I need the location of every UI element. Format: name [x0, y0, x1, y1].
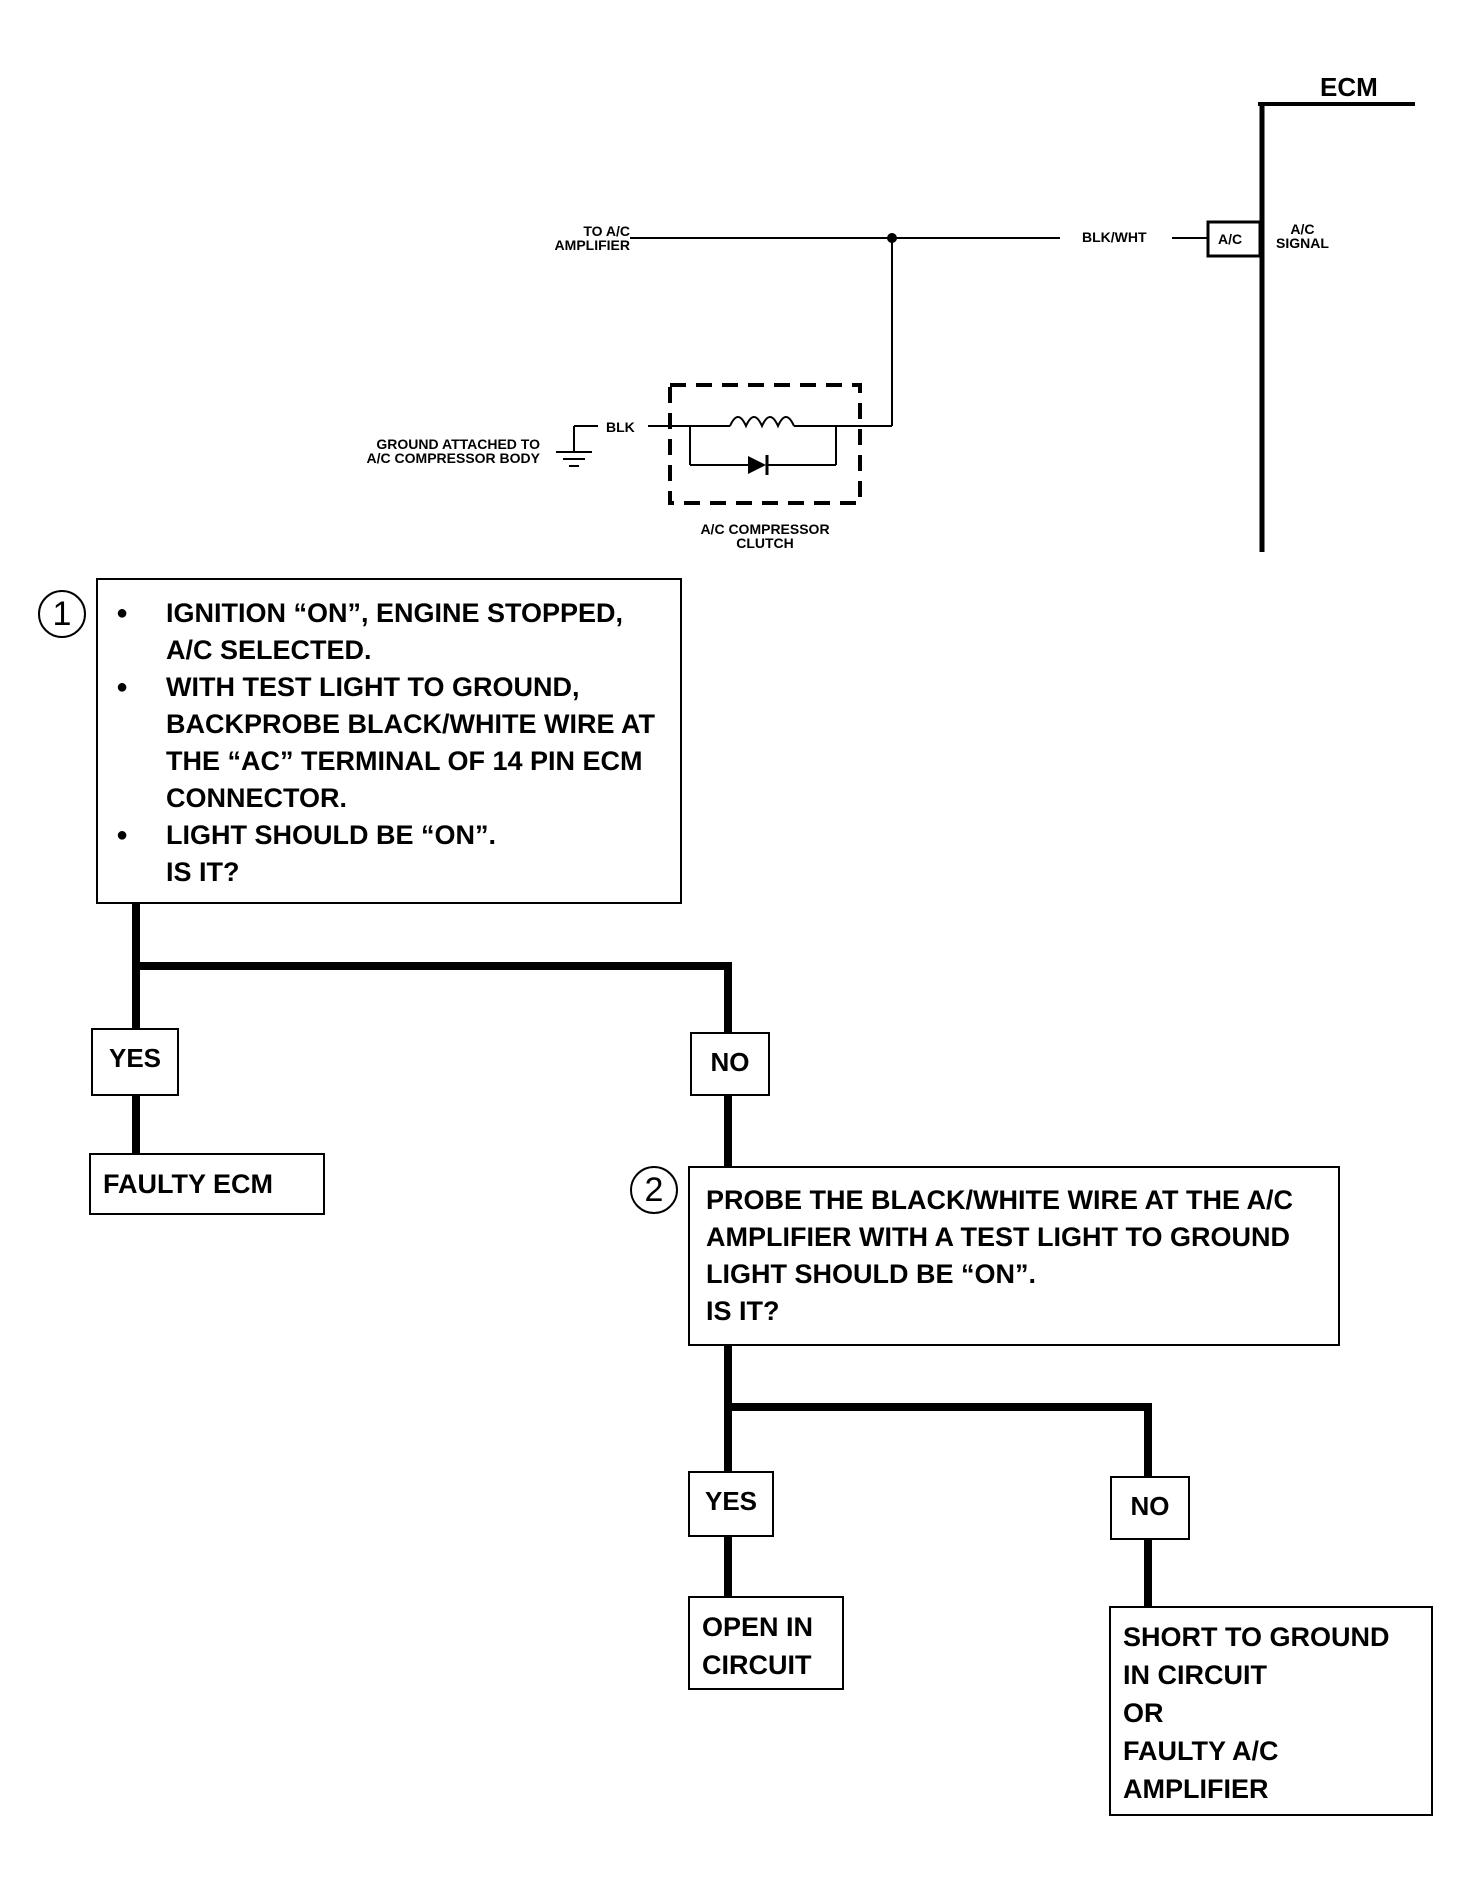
to-amplifier-label: TO A/C AMPLIFIER [554, 223, 630, 253]
wire-blk-label: BLK [606, 419, 635, 435]
step1-bullet-1: IGNITION “ON”, ENGINE STOPPED, A/C SELEC… [106, 595, 672, 669]
step2-yes-box: YES [688, 1471, 774, 1537]
step2-number-circle: 2 [630, 1166, 678, 1214]
ground-label: GROUND ATTACHED TO A/C COMPRESSOR BODY [366, 436, 540, 466]
ground-symbol [556, 451, 592, 467]
clutch-label: A/C COMPRESSOR CLUTCH [700, 521, 830, 551]
diode-symbol [748, 456, 766, 474]
ac-signal-label: A/C SIGNAL [1276, 221, 1329, 251]
step1-yes-result: FAULTY ECM [89, 1153, 325, 1215]
step1-no-box: NO [690, 1032, 770, 1096]
step1-bullet-list: IGNITION “ON”, ENGINE STOPPED, A/C SELEC… [106, 595, 672, 891]
step1-number-circle: 1 [38, 590, 86, 638]
step1-bullet-2: WITH TEST LIGHT TO GROUND, BACKPROBE BLA… [106, 669, 672, 817]
clutch-dashed-box [668, 383, 862, 505]
step2-no-box: NO [1110, 1476, 1190, 1540]
coil-symbol [729, 416, 795, 429]
ecm-label: ECM [1320, 72, 1378, 102]
step1-box: IGNITION “ON”, ENGINE STOPPED, A/C SELEC… [96, 578, 682, 904]
ac-terminal-label: A/C [1218, 231, 1243, 247]
step1-bullet-3: LIGHT SHOULD BE “ON”. IS IT? [106, 817, 672, 891]
step2-yes-result: OPEN IN CIRCUIT [688, 1596, 844, 1690]
step1-yes-box: YES [91, 1028, 179, 1096]
step2-no-result: SHORT TO GROUND IN CIRCUIT OR FAULTY A/C… [1109, 1606, 1433, 1816]
step2-box: PROBE THE BLACK/WHITE WIRE AT THE A/C AM… [688, 1166, 1340, 1346]
wire-blkwht-label: BLK/WHT [1082, 229, 1147, 245]
